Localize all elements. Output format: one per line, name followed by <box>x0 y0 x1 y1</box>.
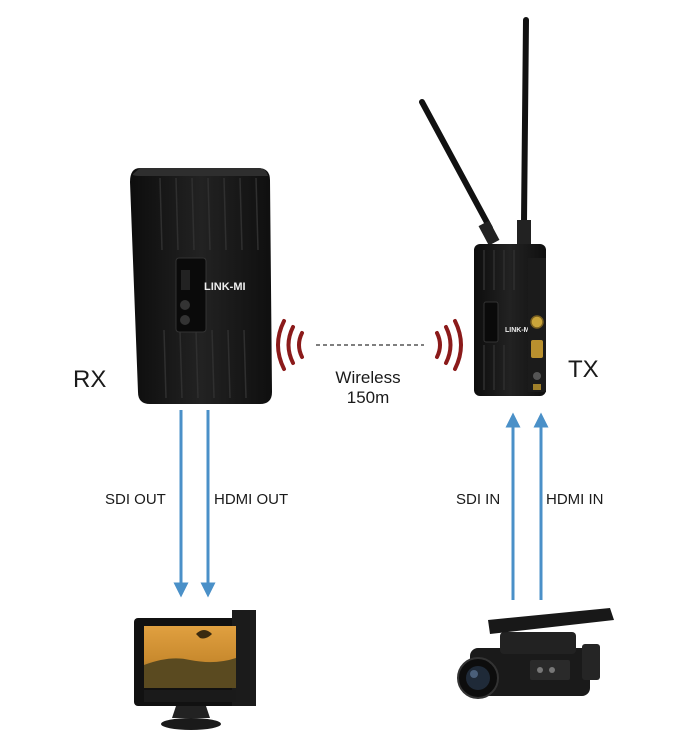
antenna-right <box>521 17 529 225</box>
antenna-left <box>419 99 493 231</box>
sdi-in-label: SDI IN <box>456 491 501 508</box>
hdmi-in-label: HDMI IN <box>546 491 604 508</box>
hdmi-out-label: HDMI OUT <box>214 491 289 508</box>
wireless-label: Wireless 150m <box>318 368 418 408</box>
wireless-signal-icon <box>276 319 463 371</box>
sdi-out-label: SDI OUT <box>105 491 166 508</box>
receiver-device: LINK-MI <box>130 168 272 404</box>
monitor <box>134 610 256 730</box>
transmitter-brand-text: LINK-MI <box>505 327 531 334</box>
signal-arrows <box>173 410 549 600</box>
transmitter-device: LINK-MI <box>419 17 546 396</box>
rx-label: RX <box>73 366 107 393</box>
wireless-label-line2: 150m <box>346 388 390 407</box>
receiver-brand-text: LINK-MI <box>204 281 246 293</box>
sdi-connector <box>530 315 544 329</box>
wireless-label-line1: Wireless <box>335 368 401 387</box>
tx-label: TX <box>568 356 599 383</box>
camcorder <box>457 608 614 699</box>
hdmi-connector <box>531 340 543 358</box>
